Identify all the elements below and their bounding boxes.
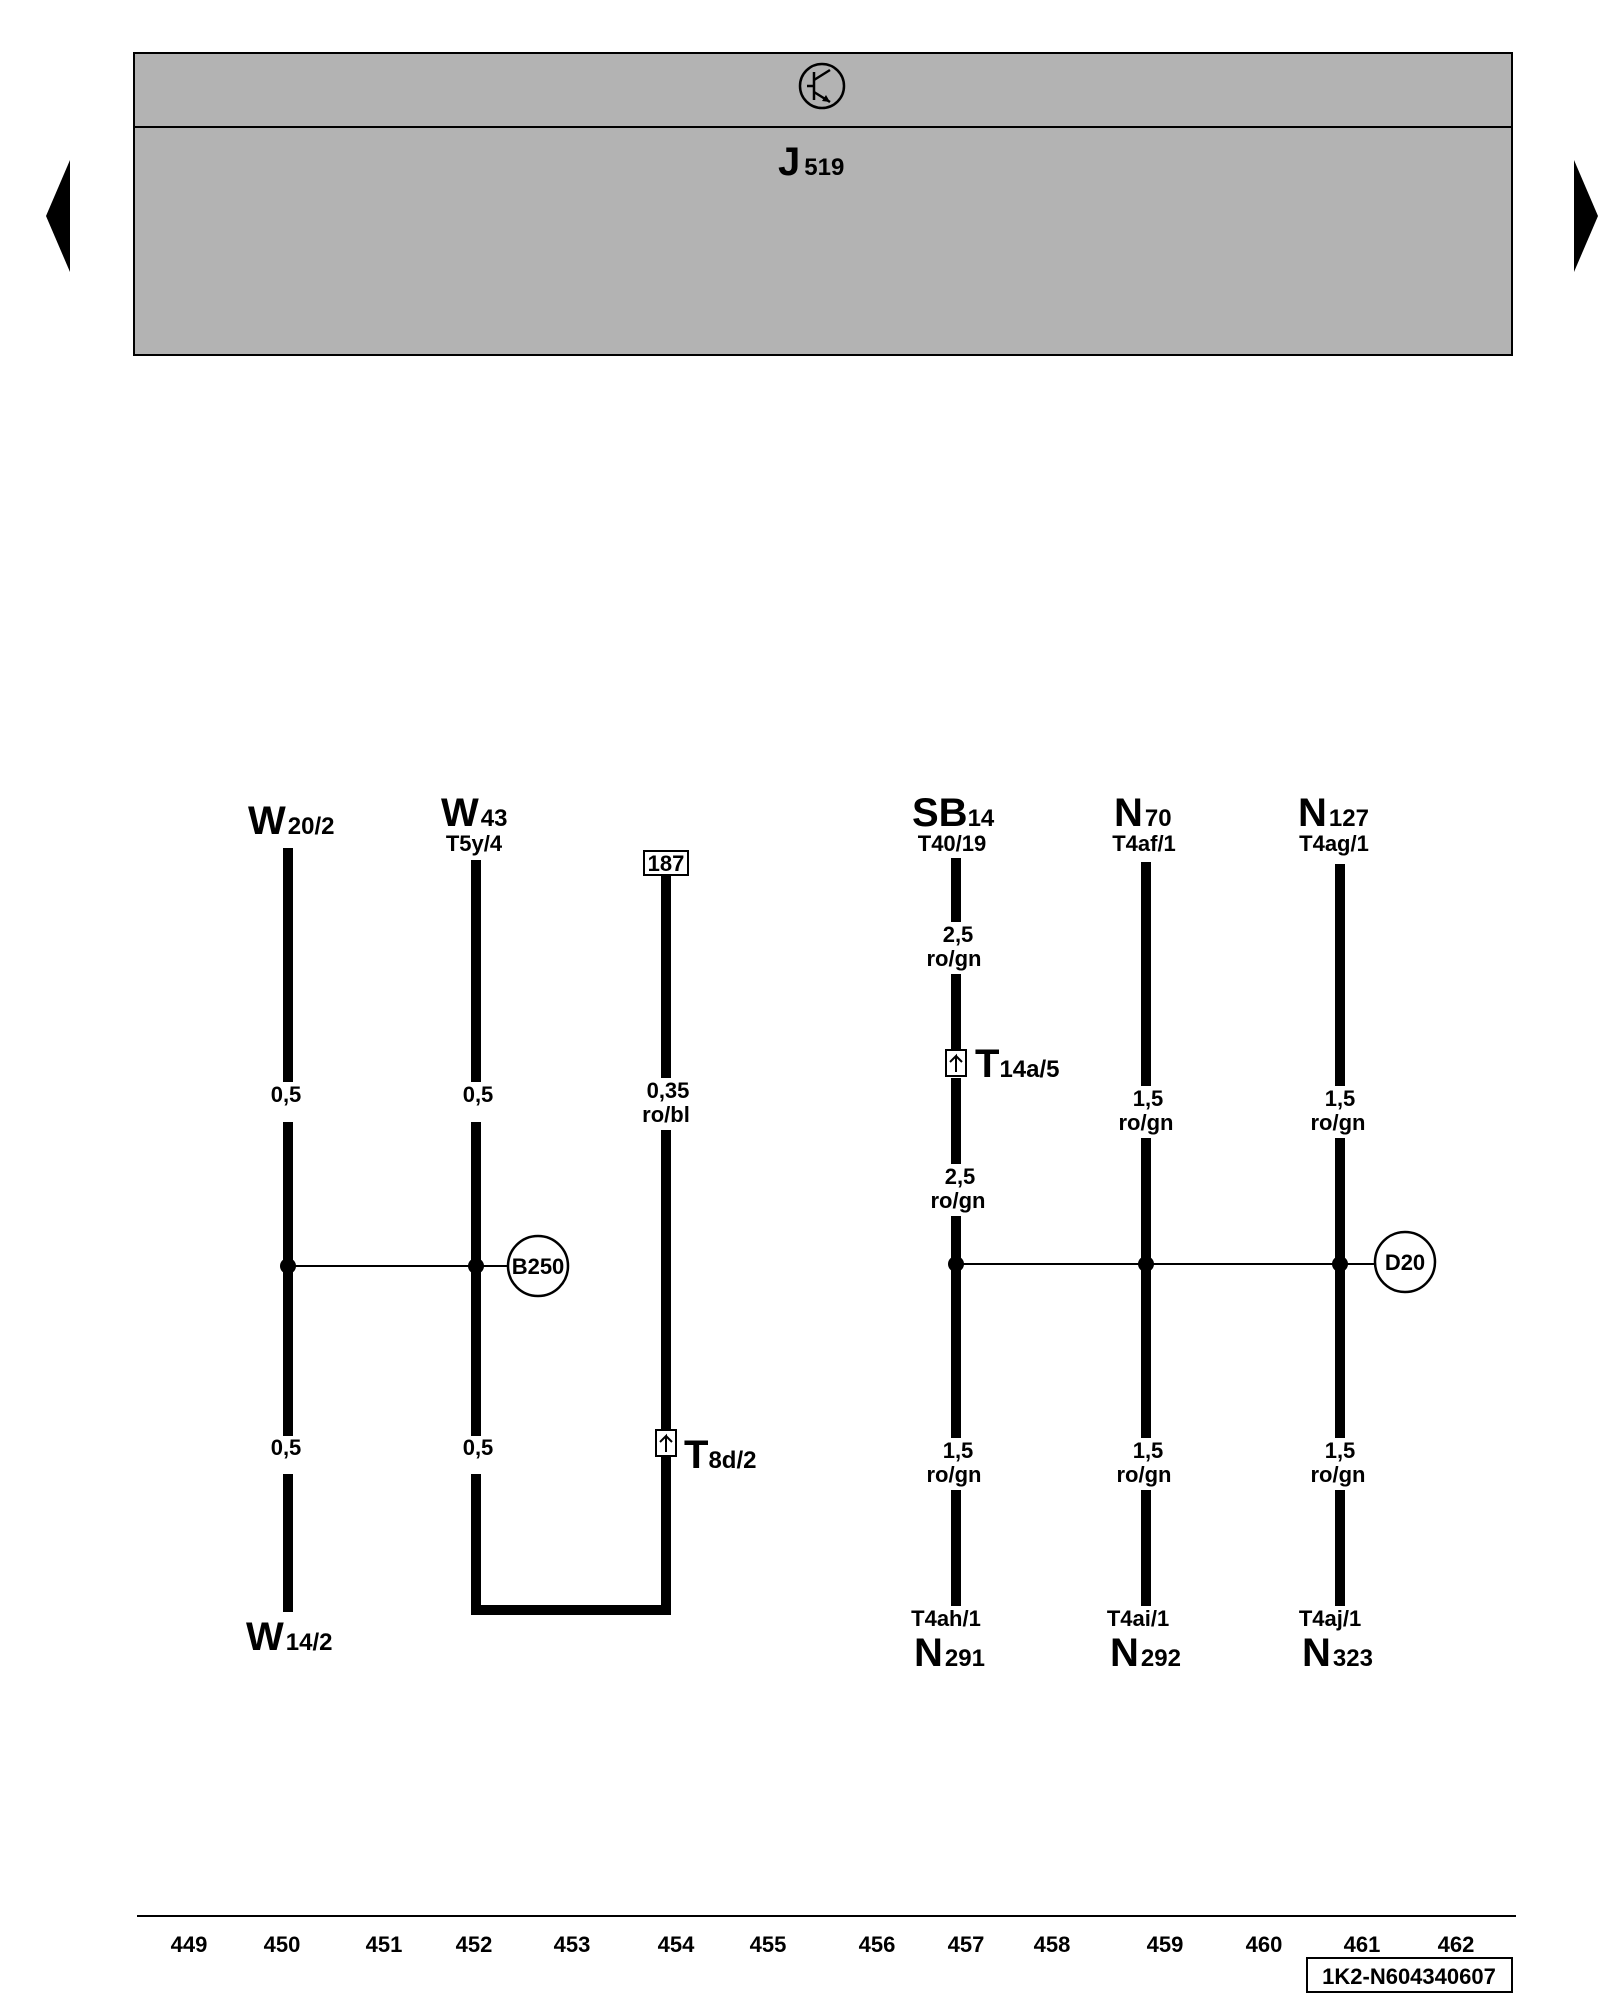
- wire-label-187-size: 0,35: [647, 1078, 690, 1103]
- pin-n70: T4af/1: [1112, 831, 1176, 856]
- label-n127: N127: [1298, 791, 1369, 835]
- wire-label-sb1-color: ro/gn: [927, 946, 982, 971]
- svg-text:T8d/2: T8d/2: [684, 1433, 756, 1477]
- label-w43: W43: [441, 791, 507, 835]
- grid-number: 455: [750, 1932, 787, 1957]
- connector-t14a[interactable]: T14a/5: [945, 1042, 1060, 1086]
- wire-label-n70-top-color: ro/gn: [1119, 1110, 1174, 1135]
- wire-label-w20-top: 0,5: [271, 1082, 302, 1107]
- label-n291: N291: [914, 1631, 985, 1675]
- pin-n127: T4ag/1: [1299, 831, 1369, 856]
- grid-number: 462: [1438, 1932, 1475, 1957]
- node-b250[interactable]: B250: [506, 1234, 570, 1298]
- junction-dots: [280, 1256, 1348, 1274]
- pin-n292: T4ai/1: [1107, 1606, 1169, 1631]
- svg-text:T14a/5: T14a/5: [975, 1042, 1060, 1086]
- grid-numbers: 449 450 451 452 453 454 455 456 457 458 459 460 461 4…: [171, 1932, 1475, 1957]
- wire-label-sb3-size: 1,5: [943, 1438, 974, 1463]
- wire-label-n127-bot-color: ro/gn: [1311, 1462, 1366, 1487]
- wire-u-loop: [471, 1448, 671, 1615]
- grid-number: 456: [859, 1932, 896, 1957]
- grid-number: 458: [1034, 1932, 1071, 1957]
- grid-number: 451: [366, 1932, 403, 1957]
- grid-number: 454: [658, 1932, 695, 1957]
- svg-text:1K2-N604340607: 1K2-N604340607: [1322, 1964, 1496, 1989]
- wire-label-sb2-size: 2,5: [945, 1164, 976, 1189]
- grid-number: 450: [264, 1932, 301, 1957]
- pin-sb14: T40/19: [918, 831, 987, 856]
- label-n323: N323: [1302, 1631, 1373, 1675]
- grid-number: 453: [554, 1932, 591, 1957]
- svg-text:B250: B250: [512, 1254, 565, 1279]
- svg-text:187: 187: [648, 851, 685, 876]
- wire-label-n70-top-size: 1,5: [1133, 1086, 1164, 1111]
- pin-n323: T4aj/1: [1299, 1606, 1361, 1631]
- wires: [283, 848, 1345, 1615]
- ref-box-187[interactable]: 187: [643, 850, 689, 876]
- grid-number: 452: [456, 1932, 493, 1957]
- wire-labels: 0,5 0,5 0,5 0,5 0,35 ro/bl 2,5 ro/gn 2,5…: [271, 922, 1366, 1487]
- label-w14: W14/2: [246, 1615, 332, 1659]
- wire-label-n127-bot-size: 1,5: [1325, 1438, 1356, 1463]
- document-id-box: 1K2-N604340607: [1306, 1957, 1513, 1993]
- wire-label-n70-bot-size: 1,5: [1133, 1438, 1164, 1463]
- wire-label-n127-top-color: ro/gn: [1311, 1110, 1366, 1135]
- wire-label-w43-bot: 0,5: [463, 1435, 494, 1460]
- label-w20: W20/2: [248, 799, 334, 843]
- arrow-left-icon[interactable]: [46, 160, 70, 272]
- grid-number: 459: [1147, 1932, 1184, 1957]
- label-n292: N292: [1110, 1631, 1181, 1675]
- wire-label-n70-bot-color: ro/gn: [1117, 1462, 1172, 1487]
- grid-number: 457: [948, 1932, 985, 1957]
- grid-number: 461: [1344, 1932, 1381, 1957]
- ground-bus: [288, 1263, 1374, 1267]
- wire-label-sb1-size: 2,5: [943, 922, 974, 947]
- label-n70: N70: [1114, 791, 1172, 835]
- arrow-right-icon[interactable]: [1574, 160, 1598, 272]
- wire-label-187-color: ro/bl: [642, 1102, 690, 1127]
- wire-label-w20-bot: 0,5: [271, 1435, 302, 1460]
- wire-label-n127-top-size: 1,5: [1325, 1086, 1356, 1111]
- pin-w43: T5y/4: [446, 831, 503, 856]
- grid-number: 460: [1246, 1932, 1283, 1957]
- connector-t8d[interactable]: T8d/2: [655, 1429, 756, 1477]
- pin-n291: T4ah/1: [911, 1606, 981, 1631]
- node-d20[interactable]: D20: [1373, 1230, 1437, 1294]
- grid-number: 449: [171, 1932, 208, 1957]
- transistor-circle-icon: [798, 62, 846, 110]
- wire-label-sb2-color: ro/gn: [931, 1188, 986, 1213]
- svg-text:D20: D20: [1385, 1250, 1425, 1275]
- label-sb14: SB14: [912, 791, 995, 835]
- wire-label-w43-top: 0,5: [463, 1082, 494, 1107]
- wire-label-sb3-color: ro/gn: [927, 1462, 982, 1487]
